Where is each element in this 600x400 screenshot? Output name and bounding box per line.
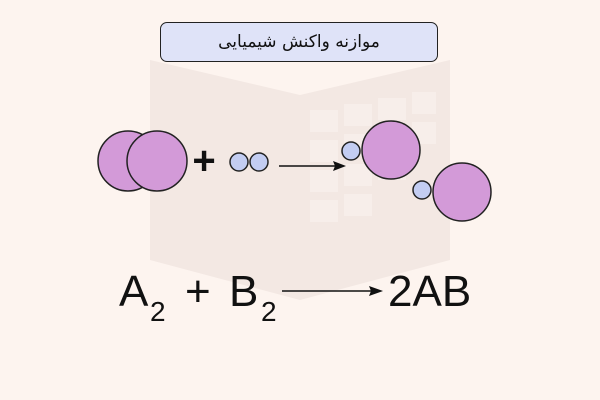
title-box: موازنه واکنش شیمیایی	[160, 22, 438, 62]
atom-a-product-2	[432, 162, 492, 222]
reactant-b-subscript: 2	[261, 296, 277, 327]
product-2ab: 2AB	[388, 267, 472, 316]
molecule-a2	[97, 130, 188, 192]
equation-plus: +	[185, 267, 211, 316]
page-title: موازنه واکنش شیمیایی	[218, 32, 380, 52]
reactant-b: B	[229, 267, 259, 316]
plus-sign: +	[192, 139, 215, 183]
atom-b-left	[229, 152, 249, 172]
reactant-a: A	[119, 267, 149, 316]
atom-a-product-1	[361, 120, 421, 180]
atom-b-product-2	[412, 180, 432, 200]
atom-b-right	[249, 152, 269, 172]
molecule-ab-2	[412, 162, 492, 222]
reactant-a-subscript: 2	[150, 296, 166, 327]
reaction-arrow	[279, 161, 346, 171]
atom-a-right	[126, 130, 188, 192]
watermark-book-shape	[150, 60, 450, 300]
atom-b-product-1	[341, 141, 361, 161]
molecule-b2	[229, 152, 269, 172]
molecule-ab-1	[341, 120, 421, 180]
